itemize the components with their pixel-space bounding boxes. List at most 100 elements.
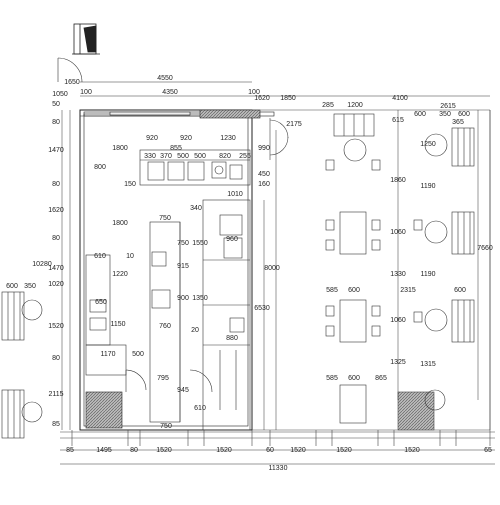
dim-l-10280: 10280 — [32, 261, 52, 268]
dim-k-1010: 1010 — [227, 191, 243, 198]
dim-k-1800a: 1800 — [112, 145, 128, 152]
dim-k-1550: 1550 — [192, 240, 208, 247]
dim-k-610: 610 — [94, 253, 106, 260]
dim-l-85: 85 — [52, 421, 60, 428]
dim-k-750b: 750 — [177, 240, 189, 247]
dim-l-80b: 80 — [52, 181, 60, 188]
dim-k-255: 255 — [239, 153, 251, 160]
dim-r-1250: 1250 — [420, 141, 436, 148]
dim-r-585a: 585 — [326, 287, 338, 294]
dim-r-600c: 600 — [454, 287, 466, 294]
dim-r-365: 365 — [452, 119, 464, 126]
dim-r-1325: 1325 — [390, 359, 406, 366]
dim-k-10: 10 — [126, 253, 134, 260]
dim-l-80c: 80 — [52, 235, 60, 242]
dim-r-600a: 600 — [458, 111, 470, 118]
dim-r-1190a: 1190 — [420, 183, 435, 190]
kitchen-equipment — [85, 149, 251, 431]
dim-k-500a: 500 — [177, 153, 189, 160]
dim-k-340: 340 — [190, 205, 202, 212]
dim-r-600b: 600 — [348, 287, 360, 294]
dim-r-8000: 8000 — [264, 265, 280, 272]
dim-k-1800b: 1800 — [112, 220, 128, 227]
dim-b-80: 80 — [130, 447, 138, 454]
dining-walls — [252, 109, 491, 431]
dim-k-20: 20 — [191, 327, 199, 334]
hatched-column-left — [85, 391, 123, 429]
dim-r-585b: 585 — [326, 375, 338, 382]
dim-l-350: 350 — [24, 283, 36, 290]
dim-b-1520a: 1520 — [156, 447, 172, 454]
dim-r-1190b: 1190 — [420, 271, 435, 278]
dim-r-1200: 1200 — [347, 102, 363, 109]
dim-r-1060a: 1060 — [390, 229, 406, 236]
dim-k-795: 795 — [157, 375, 169, 382]
dim-top-right-end: 2615 — [440, 103, 456, 110]
dim-r-350: 350 — [439, 111, 451, 118]
dim-k-1150: 1150 — [110, 321, 125, 328]
dim-k-750c: 750 — [160, 423, 172, 430]
dim-k-855: 855 — [170, 145, 182, 152]
dim-k-610b: 610 — [194, 405, 206, 412]
dim-l-1520: 1520 — [48, 323, 64, 330]
dim-b-85: 85 — [66, 447, 74, 454]
dim-k-1170: 1170 — [100, 351, 115, 358]
dim-k-750a: 750 — [159, 215, 171, 222]
top-window-band — [83, 109, 275, 119]
dim-k-820: 820 — [219, 153, 231, 160]
dim-k-760: 760 — [159, 323, 171, 330]
dim-b-1520e: 1520 — [404, 447, 420, 454]
dim-l-1020: 1020 — [48, 281, 64, 288]
dim-k-500c: 500 — [132, 351, 144, 358]
dimension-labels: 4550 4350 1850 4100 2615 1650 100 100 16… — [6, 75, 493, 472]
dim-k-2175: 2175 — [286, 121, 302, 128]
dim-b-1520d: 1520 — [336, 447, 352, 454]
dim-k-450: 450 — [258, 171, 270, 178]
dim-r-1060b: 1060 — [390, 317, 406, 324]
dim-k-880: 880 — [226, 335, 238, 342]
dim-k-150: 150 — [124, 181, 136, 188]
dim-r-1860: 1860 — [390, 177, 406, 184]
dim-l-600: 600 — [6, 283, 18, 290]
dim-l-80a: 80 — [52, 119, 60, 126]
dim-k-370: 370 — [160, 153, 172, 160]
dim-top-overall: 4550 — [157, 75, 173, 82]
dim-top-inner: 4350 — [162, 89, 178, 96]
dim-l-1470b: 1470 — [48, 265, 64, 272]
dim-b-1495: 1495 — [96, 447, 112, 454]
dim-k-160: 160 — [258, 181, 270, 188]
dim-b-overall: 11330 — [269, 465, 288, 472]
dim-k-1230: 1230 — [220, 135, 236, 142]
dim-r-285: 285 — [322, 102, 334, 109]
dim-l-1620: 1620 — [48, 207, 64, 214]
dim-k-920b: 920 — [180, 135, 192, 142]
dim-l-1050: 1050 — [52, 91, 68, 98]
dim-r-615: 615 — [392, 117, 404, 124]
dim-r-2315: 2315 — [400, 287, 416, 294]
dim-k-960: 960 — [226, 236, 238, 243]
dim-r-6530: 6530 — [254, 305, 270, 312]
dim-b-1520b: 1520 — [216, 447, 232, 454]
dim-top-left-b: 100 — [80, 89, 92, 96]
dim-r-600d: 600 — [348, 375, 360, 382]
dim-k-500b: 500 — [194, 153, 206, 160]
dining-furniture — [325, 113, 475, 424]
dim-l-1470a: 1470 — [48, 147, 64, 154]
dim-k-1350: 1350 — [192, 295, 208, 302]
dim-b-1520c: 1520 — [290, 447, 306, 454]
dim-k-800: 800 — [94, 164, 106, 171]
dim-k-915: 915 — [177, 263, 189, 270]
dim-r-865: 865 — [375, 375, 387, 382]
dim-top-mid: 1850 — [280, 95, 296, 102]
dim-k-920a: 920 — [146, 135, 158, 142]
dim-top-left-a: 1650 — [64, 79, 80, 86]
dimension-lines — [60, 81, 495, 465]
dim-b-60: 60 — [266, 447, 274, 454]
kitchen-side-doors — [269, 118, 289, 160]
dim-l-80d: 80 — [52, 355, 60, 362]
outdoor-seating — [1, 291, 43, 439]
dim-r-7660: 7660 — [477, 245, 493, 252]
dim-k-650: 650 — [95, 299, 107, 306]
